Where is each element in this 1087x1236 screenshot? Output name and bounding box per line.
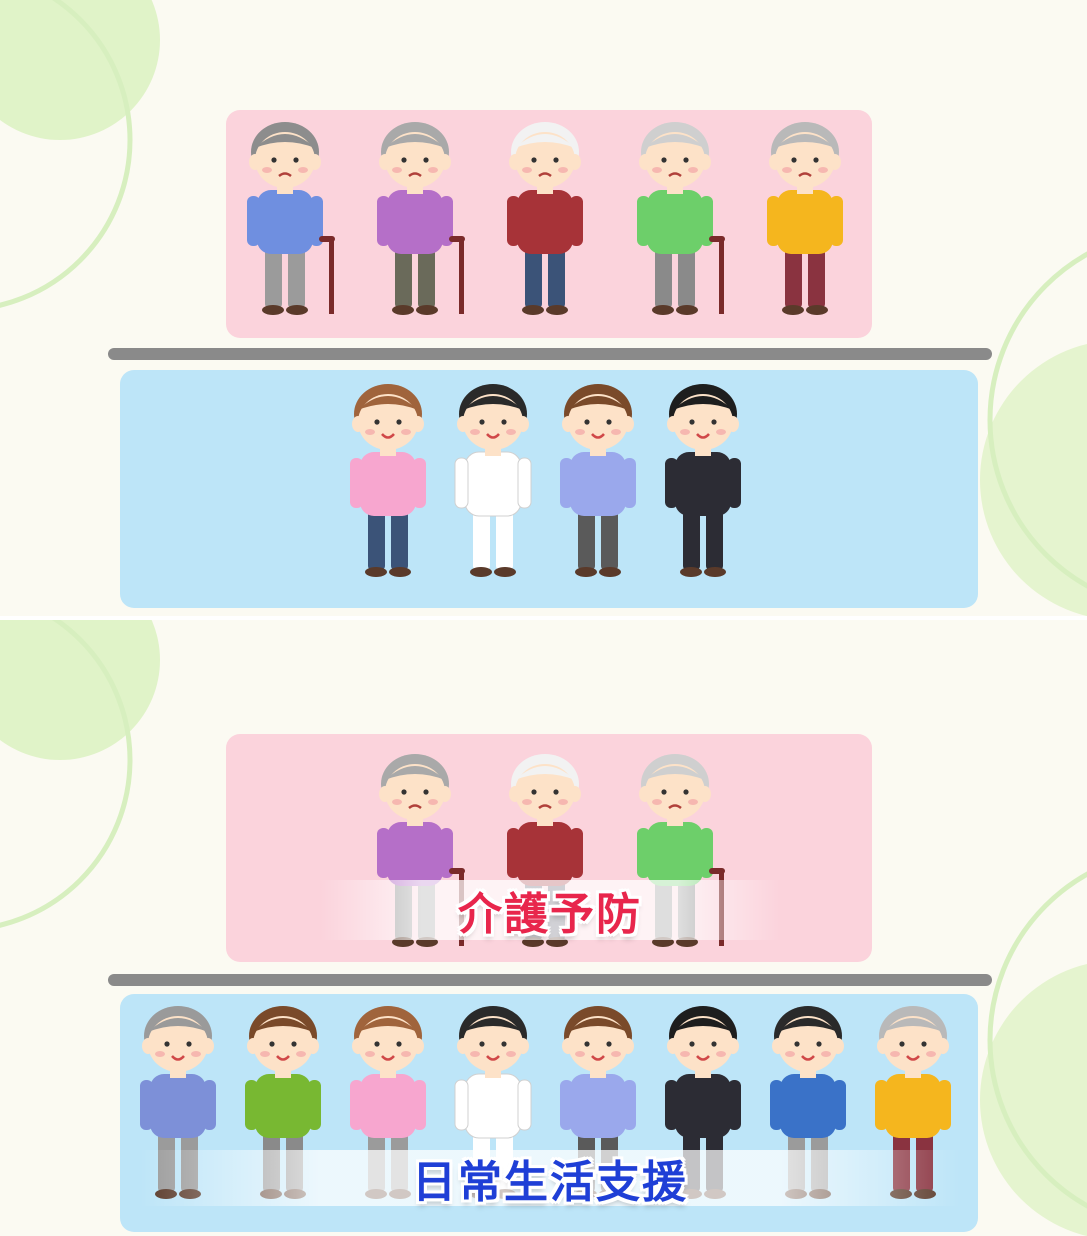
caption-care-prevention-band: 介護予防 [320,870,780,950]
supporters-group [140,1006,951,1199]
elderly-man-bald-cane-icon [637,122,725,315]
elderly-woman-long-hair-icon [767,122,843,315]
scene-top [0,0,1087,616]
divider-bar [108,974,992,986]
background-decoration [0,0,1087,616]
elderly-man-cane-icon [247,122,335,315]
nurse-man-icon [454,384,532,577]
supporters-group [350,384,741,577]
scene-bottom: 介護予防 日常生活支援 [0,620,1087,1236]
elderly-woman-volunteer-icon [875,1006,951,1199]
elderly-man-white-hair-icon [507,122,583,315]
caption-daily-life-support-band: 日常生活支援 [140,1140,960,1216]
elderly-man-volunteer-icon [140,1006,216,1199]
caregiver-woman-icon [350,384,426,577]
caption-daily-life-support: 日常生活支援 [412,1157,688,1208]
caption-care-prevention: 介護予防 [458,889,642,940]
elderly-group [247,122,843,315]
supporters-panel [120,370,978,608]
care-manager-woman-icon [560,384,636,577]
background-decoration [0,620,1087,1236]
divider-bar [108,348,992,360]
office-worker-man-icon [665,1006,741,1199]
office-worker-man-icon [665,384,741,577]
elderly-woman-cane-icon [377,122,465,315]
nurse-man-icon [454,1006,532,1199]
